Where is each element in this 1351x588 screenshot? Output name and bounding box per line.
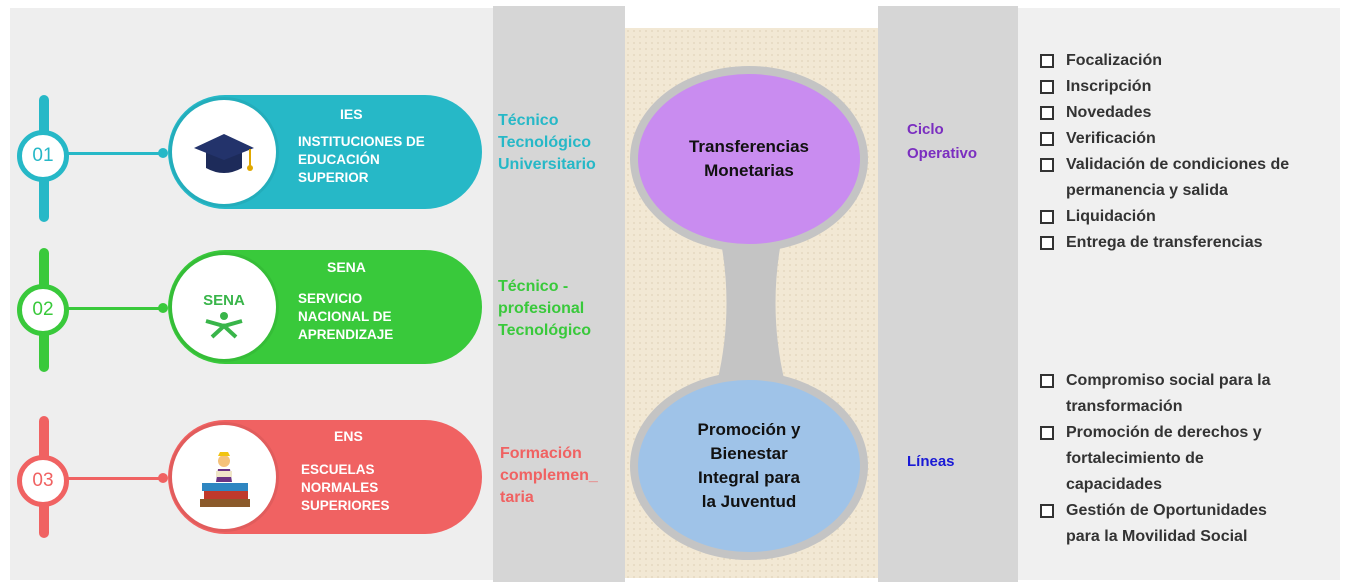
sena-types: Técnico - profesional Tecnológico	[498, 278, 592, 339]
sena-connector	[68, 307, 166, 310]
checkbox-icon	[1040, 132, 1054, 146]
ciclo-item-label: Entrega de transferencias	[1066, 234, 1263, 251]
list-item: Validación de condiciones de permanencia…	[1034, 152, 1332, 204]
transferencias-label: Transferencias Monetarias	[688, 137, 809, 180]
books-reader-icon	[200, 452, 250, 507]
ciclo-item-label: Validación de condiciones de permanencia…	[1066, 156, 1290, 199]
ies-connector	[68, 152, 166, 155]
sena-logo-icon: SENA	[203, 292, 245, 339]
ies-description: INSTITUCIONES DE EDUCACIÓN SUPERIOR	[298, 134, 425, 185]
ies-types: Técnico Tecnológico Universitario	[498, 112, 596, 173]
transferencias-circle: Transferencias Monetarias	[638, 74, 860, 244]
list-item: Inscripción	[1034, 74, 1332, 100]
lineas-label: Líneas	[907, 453, 955, 470]
lineas-item-label: Gestión de Oportunidades para la Movilid…	[1066, 502, 1267, 545]
ens-connector	[68, 477, 166, 480]
checkbox-icon	[1040, 54, 1054, 68]
checkbox-icon	[1040, 158, 1054, 172]
sena-acronym: SENA	[327, 259, 366, 275]
sena-icon-circle: SENA	[172, 255, 276, 359]
ciclo-list: Focalización Inscripción Novedades Verif…	[1034, 48, 1332, 256]
ciclo-item-label: Liquidación	[1066, 208, 1156, 225]
list-item: Promoción de derechos y fortalecimiento …	[1034, 420, 1302, 498]
ies-icon-circle	[172, 100, 276, 204]
ciclo-operativo-label: Ciclo Operativo	[907, 121, 978, 162]
sena-logo-text: SENA	[203, 292, 245, 309]
list-item: Gestión de Oportunidades para la Movilid…	[1034, 498, 1302, 550]
ciclo-item-label: Inscripción	[1066, 78, 1152, 95]
ens-connector-dot	[158, 473, 168, 483]
list-item: Entrega de transferencias	[1034, 230, 1332, 256]
right-background	[1018, 8, 1340, 580]
ciclo-item-label: Novedades	[1066, 104, 1152, 121]
sena-description: SERVICIO NACIONAL DE APRENDIZAJE	[298, 291, 394, 342]
checkbox-icon	[1040, 80, 1054, 94]
checkbox-icon	[1040, 426, 1054, 440]
checkbox-icon	[1040, 374, 1054, 388]
promocion-circle: Promoción y Bienestar Integral para la J…	[638, 380, 860, 552]
lineas-list: Compromiso social para la transformación…	[1034, 368, 1302, 550]
left-gray-panel	[493, 6, 625, 582]
right-gray-panel	[878, 6, 1018, 582]
sena-connector-dot	[158, 303, 168, 313]
ciclo-item-label: Focalización	[1066, 52, 1163, 69]
graduation-cap-icon	[194, 134, 254, 173]
ies-connector-dot	[158, 148, 168, 158]
promocion-label: Promoción y Bienestar Integral para la J…	[697, 420, 801, 511]
list-item: Novedades	[1034, 100, 1332, 126]
ies-number: 01	[17, 130, 69, 182]
checkbox-icon	[1040, 106, 1054, 120]
checkbox-icon	[1040, 504, 1054, 518]
checkbox-icon	[1040, 236, 1054, 250]
lineas-item-label: Compromiso social para la transformación	[1066, 372, 1271, 415]
list-item: Focalización	[1034, 48, 1332, 74]
list-item: Compromiso social para la transformación	[1034, 368, 1302, 420]
checkbox-icon	[1040, 210, 1054, 224]
ciclo-item-label: Verificación	[1066, 130, 1156, 147]
lineas-item-label: Promoción de derechos y fortalecimiento …	[1066, 424, 1262, 493]
ens-acronym: ENS	[334, 428, 363, 444]
sena-number: 02	[17, 284, 69, 336]
ens-description: ESCUELAS NORMALES SUPERIORES	[301, 462, 390, 513]
list-item: Liquidación	[1034, 204, 1332, 230]
ens-types: Formación complemen_ taria	[500, 445, 598, 506]
ies-acronym: IES	[340, 106, 363, 122]
list-item: Verificación	[1034, 126, 1332, 152]
ens-number: 03	[17, 455, 69, 507]
ens-icon-circle	[172, 425, 276, 529]
